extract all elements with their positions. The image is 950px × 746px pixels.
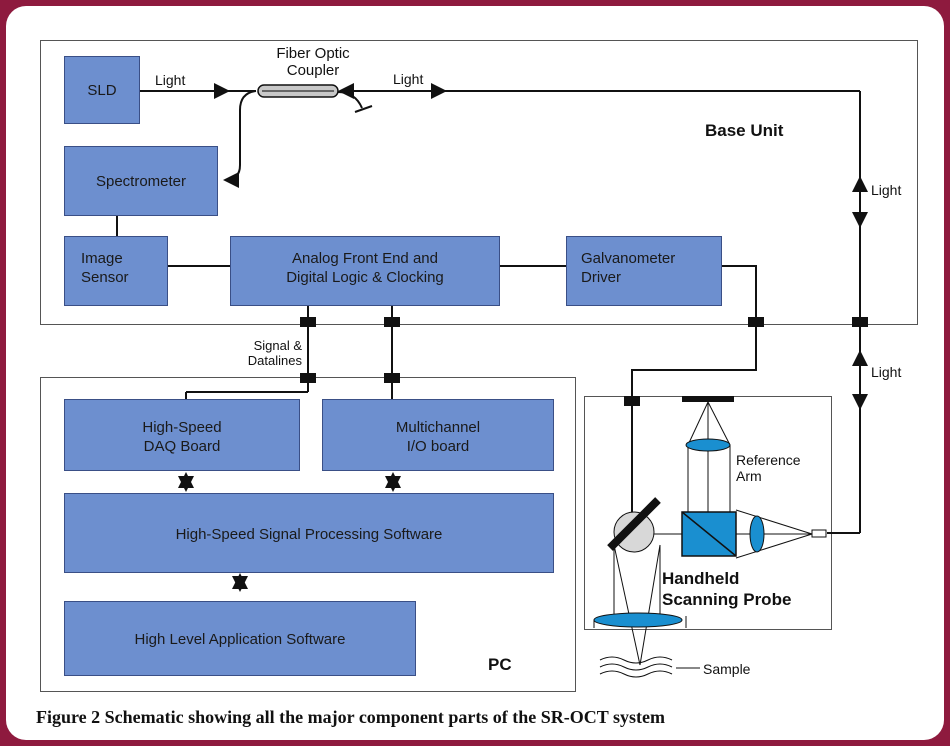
base-unit-region <box>40 40 918 325</box>
image-sensor-block: Image Sensor <box>64 236 168 306</box>
io-label-2: I/O board <box>406 438 470 455</box>
galvo-driver-block: Galvanometer Driver <box>566 236 722 306</box>
signal-datalines-label: Signal & Datalines <box>222 338 302 368</box>
coupler-label-1: Fiber Optic <box>276 45 350 62</box>
io-board-block: Multichannel I/O board <box>322 399 554 471</box>
daq-board-block: High-Speed DAQ Board <box>64 399 300 471</box>
signal-processing-label: High-Speed Signal Processing Software <box>175 526 443 543</box>
beam-splitter <box>681 511 737 557</box>
image-sensor-label-1: Image <box>81 250 123 267</box>
figure-caption: Figure 2 Schematic showing all the major… <box>36 707 665 727</box>
light-label-sld: Light <box>155 72 186 88</box>
daq-label-2: DAQ Board <box>143 438 221 455</box>
coupler-label: Fiber Optic Coupler <box>255 45 371 79</box>
fiber-tip <box>811 529 827 538</box>
afe-label-1: Analog Front End and <box>292 250 438 267</box>
reference-label-1: Reference <box>736 452 801 468</box>
collimator-lens <box>749 515 765 553</box>
galvo-mirror-mount <box>613 511 655 553</box>
reference-label-2: Arm <box>736 468 762 484</box>
light-label-coupler: Light <box>393 71 424 87</box>
spectrometer-label: Spectrometer <box>95 173 187 190</box>
application-software-block: High Level Application Software <box>64 601 416 676</box>
light-label-right-upper: Light <box>871 182 902 198</box>
signal-label-2: Datalines <box>247 353 302 368</box>
signal-label-1: Signal & <box>253 338 302 353</box>
sample-label: Sample <box>703 661 751 677</box>
spectrometer-fiber <box>223 90 257 188</box>
application-software-label: High Level Application Software <box>134 631 346 648</box>
coupler-label-2: Coupler <box>286 62 340 79</box>
spectrometer-block: Spectrometer <box>64 146 218 216</box>
probe-label-2: Scanning Probe <box>662 590 792 609</box>
pc-label: PC <box>488 655 512 674</box>
afe-block: Analog Front End and Digital Logic & Clo… <box>230 236 500 306</box>
daq-label-1: High-Speed <box>142 419 222 436</box>
probe-label: Handheld Scanning Probe <box>662 568 791 610</box>
light-label-right-lower: Light <box>871 364 902 380</box>
sample-lens <box>593 612 683 628</box>
reference-arm-label: Reference Arm <box>736 452 801 484</box>
sld-block: SLD <box>64 56 140 124</box>
sld-label: SLD <box>87 82 117 99</box>
galvo-label-2: Driver <box>581 269 621 286</box>
afe-label-2: Digital Logic & Clocking <box>286 269 444 286</box>
image-sensor-label-2: Sensor <box>81 269 129 286</box>
reference-lens <box>685 438 731 452</box>
signal-processing-block: High-Speed Signal Processing Software <box>64 493 554 573</box>
galvo-label-1: Galvanometer <box>581 250 676 267</box>
fiber-coupler-shape <box>257 84 339 98</box>
probe-label-1: Handheld <box>662 569 740 588</box>
galvo-mirror <box>607 497 661 551</box>
io-label-1: Multichannel <box>395 419 481 436</box>
base-unit-label: Base Unit <box>705 121 784 140</box>
